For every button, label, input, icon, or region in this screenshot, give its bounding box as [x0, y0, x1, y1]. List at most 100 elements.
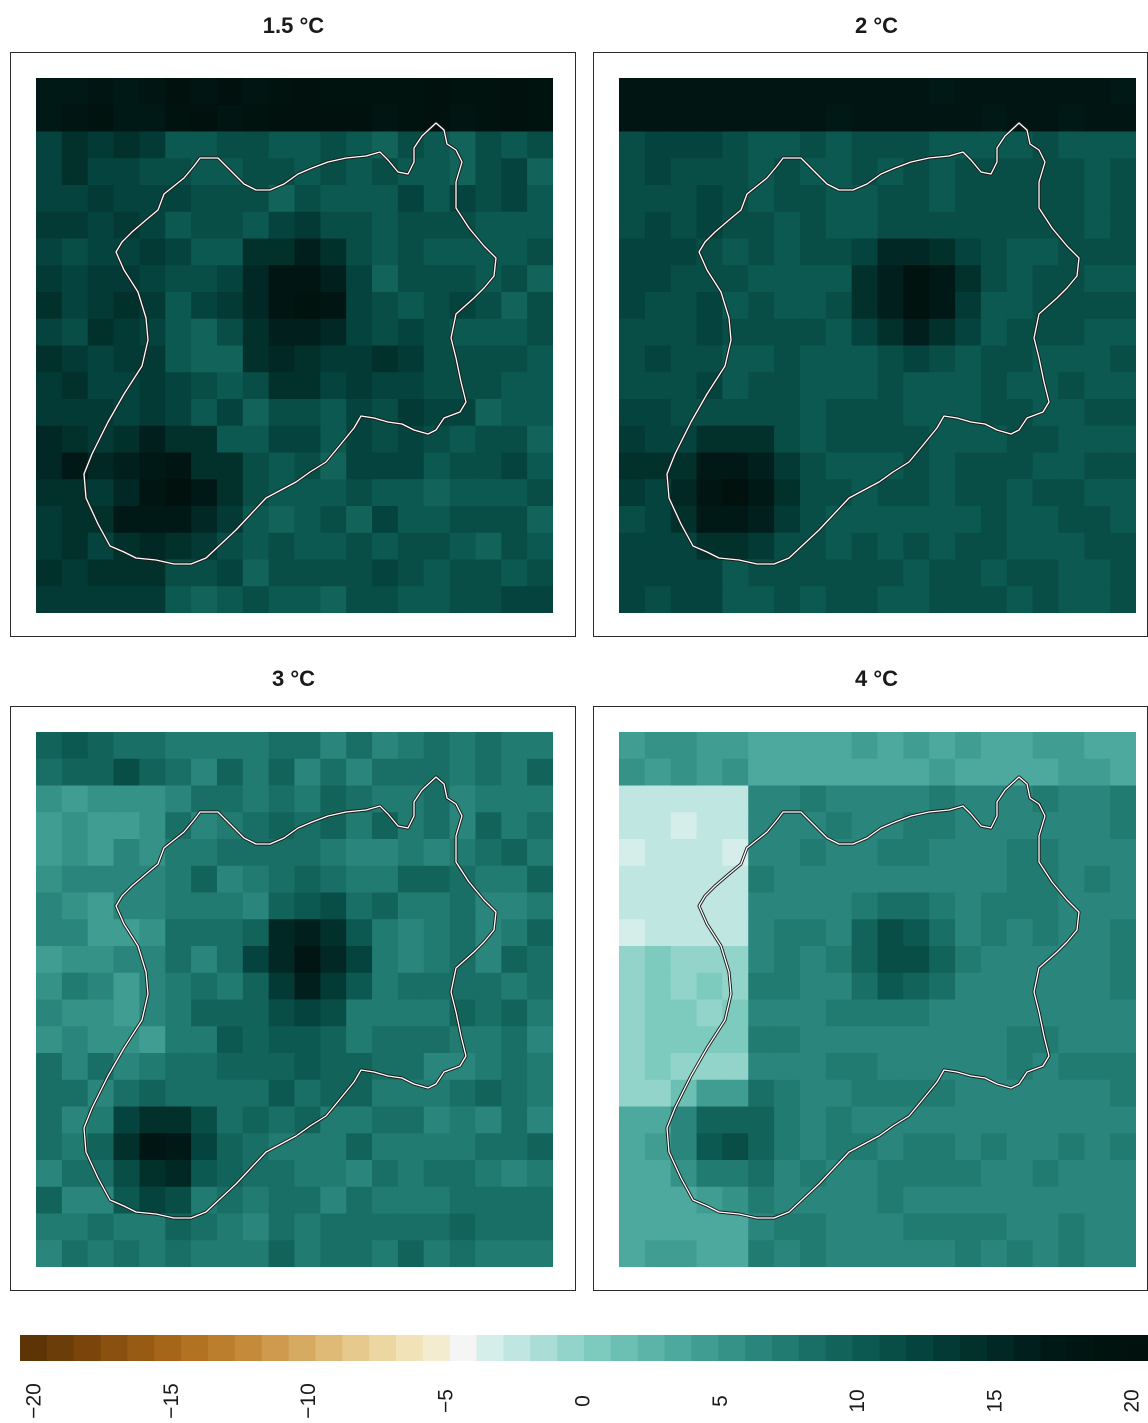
heatmap-cell	[475, 425, 502, 454]
heatmap-cell	[670, 318, 698, 347]
heatmap-cell	[346, 1186, 373, 1215]
heatmap-cell	[165, 78, 192, 106]
heatmap-cell	[501, 532, 528, 561]
heatmap-cell	[1006, 1160, 1034, 1188]
heatmap-cell	[774, 318, 801, 347]
colorbar-tick-label: 15	[983, 1389, 1006, 1412]
heatmap-cell	[644, 158, 672, 186]
heatmap-cell	[372, 158, 399, 186]
heatmap-cell	[722, 506, 749, 534]
heatmap-cell	[191, 972, 218, 1001]
heatmap-cell	[1006, 946, 1034, 974]
heatmap-cell	[139, 812, 166, 840]
heatmap-cell	[1006, 1106, 1034, 1134]
heatmap-cell	[165, 104, 192, 133]
heatmap-cell	[955, 919, 982, 947]
heatmap-cell	[1084, 399, 1111, 427]
heatmap-cell	[929, 1213, 956, 1241]
heatmap-cell	[165, 506, 192, 534]
heatmap-cell	[799, 506, 827, 534]
heatmap-cell	[501, 399, 528, 427]
heatmap-cell	[242, 1079, 270, 1108]
heatmap-cell	[748, 586, 775, 613]
heatmap-cell	[113, 131, 140, 159]
heatmap-cell	[372, 292, 399, 320]
heatmap-cell	[294, 892, 321, 920]
heatmap-cell	[825, 104, 853, 133]
heatmap-cell	[903, 452, 930, 480]
heatmap-cell	[877, 532, 904, 561]
heatmap-cell	[268, 1079, 296, 1108]
heatmap-cell	[1006, 1133, 1034, 1161]
heatmap-cell	[372, 586, 399, 613]
colorbar-bin	[73, 1335, 102, 1361]
heatmap-cell	[216, 479, 244, 507]
heatmap-cell	[242, 78, 270, 106]
heatmap-cell	[294, 265, 321, 293]
heatmap-cell	[346, 372, 373, 400]
heatmap-cell	[113, 425, 140, 454]
heatmap-cell	[423, 345, 451, 373]
heatmap-cell	[774, 1213, 801, 1241]
heatmap-cell	[903, 865, 930, 894]
colorbar-bin	[449, 1335, 478, 1361]
heatmap-cell	[320, 399, 347, 427]
heatmap-cell	[1110, 586, 1136, 613]
heatmap-cell	[670, 839, 698, 867]
heatmap-cell	[644, 586, 672, 613]
heatmap-cell	[165, 946, 192, 974]
heatmap-cell	[294, 1186, 321, 1215]
heatmap-cell	[903, 211, 930, 240]
heatmap-cell	[696, 158, 723, 186]
heatmap-cell	[527, 399, 553, 427]
heatmap-cell	[903, 999, 930, 1027]
heatmap-cell	[619, 158, 646, 186]
heatmap-cell	[980, 1106, 1008, 1134]
heatmap-cell	[696, 345, 723, 373]
heatmap-cell	[423, 238, 451, 266]
heatmap-cell	[36, 265, 63, 293]
heatmap-cell	[1006, 758, 1034, 787]
heatmap-cell	[87, 345, 115, 373]
heatmap-cell	[877, 185, 904, 213]
heatmap-cell	[397, 532, 425, 561]
heatmap-cell	[36, 345, 63, 373]
heatmap-cell	[851, 292, 879, 320]
heatmap-cell	[644, 104, 672, 133]
heatmap-cell	[372, 946, 399, 974]
heatmap-cell	[113, 785, 140, 813]
heatmap-cell	[372, 104, 399, 133]
heatmap-cell	[139, 1213, 166, 1241]
heatmap-cell	[36, 812, 63, 840]
heatmap-cell	[929, 839, 956, 867]
heatmap-cell	[423, 812, 451, 840]
heatmap-cell	[929, 452, 956, 480]
heatmap-cell	[799, 292, 827, 320]
heatmap-cell	[980, 758, 1008, 787]
heatmap-cell	[346, 972, 373, 1001]
heatmap-cell	[903, 532, 930, 561]
heatmap-cell	[242, 104, 270, 133]
heatmap-cell	[644, 238, 672, 266]
heatmap-cell	[825, 452, 853, 480]
heatmap-cell	[929, 972, 956, 1001]
heatmap-cell	[320, 211, 347, 240]
heatmap-cell	[165, 1106, 192, 1134]
heatmap-cell	[955, 559, 982, 587]
heatmap-cell	[619, 399, 646, 427]
heatmap-cell	[61, 318, 89, 347]
heatmap-cell	[1110, 292, 1136, 320]
heatmap-cell	[644, 131, 672, 159]
heatmap-cell	[644, 1186, 672, 1215]
heatmap-cell	[1084, 532, 1111, 561]
heatmap-cell	[527, 812, 553, 840]
heatmap-cell	[825, 972, 853, 1001]
heatmap-cell	[877, 586, 904, 613]
colorbar-bin	[960, 1335, 988, 1361]
heatmap-cell	[191, 785, 218, 813]
heatmap-cell	[825, 238, 853, 266]
heatmap-cell	[799, 399, 827, 427]
heatmap-cell	[423, 1053, 451, 1081]
heatmap-cell	[670, 78, 698, 106]
heatmap-cell	[346, 345, 373, 373]
